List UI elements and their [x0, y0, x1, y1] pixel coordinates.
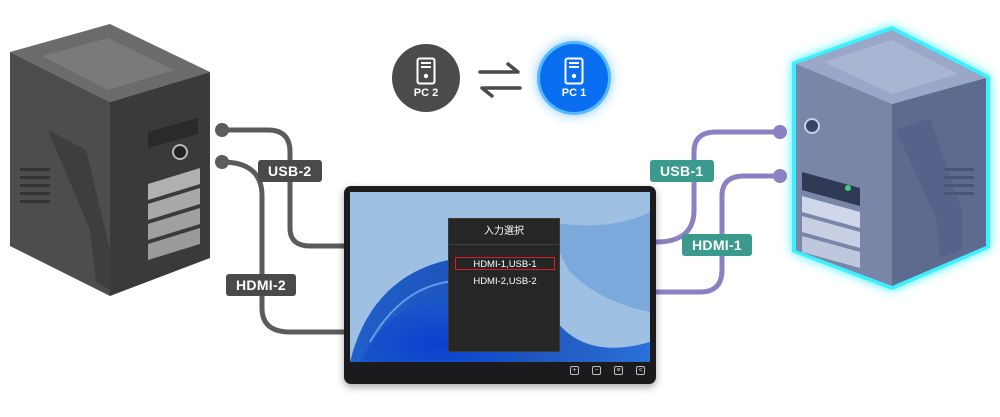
monitor: 入力選択 HDMI-1,USB-1 HDMI-2,USB-2 + − ≡ < [344, 186, 656, 384]
pc2-switch-label: PC 2 [413, 87, 439, 99]
usb2-label: USB-2 [258, 160, 322, 182]
hdmi1-label: HDMI-1 [682, 234, 753, 256]
pc2-tower [10, 24, 210, 296]
pc-tower-icon [564, 57, 584, 85]
pc1-switch[interactable]: PC 1 [540, 44, 608, 112]
menu-item-hdmi1-usb1[interactable]: HDMI-1,USB-1 [455, 257, 555, 270]
pc1-hdmi-port [773, 169, 787, 183]
pc1-tower [792, 26, 990, 290]
hdmi2-label: HDMI-2 [226, 274, 297, 296]
swap-arrows-icon [478, 62, 522, 98]
pc1-usb-port [773, 125, 787, 139]
usb1-label: USB-1 [650, 160, 714, 182]
pc1-switch-label: PC 1 [561, 87, 587, 99]
pc2-usb-port [215, 123, 229, 137]
pc-tower-icon [416, 57, 436, 85]
pc1-cables [653, 129, 783, 295]
pc2-hdmi-port [215, 155, 229, 169]
menu-item-hdmi2-usb2[interactable]: HDMI-2,USB-2 [473, 276, 537, 287]
plus-button[interactable]: + [570, 366, 579, 375]
pc2-switch[interactable]: PC 2 [392, 44, 460, 112]
menu-title: 入力選択 [449, 219, 559, 245]
back-button[interactable]: < [636, 366, 645, 375]
menu-button[interactable]: ≡ [614, 366, 623, 375]
monitor-screen: 入力選択 HDMI-1,USB-1 HDMI-2,USB-2 [350, 192, 650, 362]
minus-button[interactable]: − [592, 366, 601, 375]
input-select-menu: 入力選択 HDMI-1,USB-1 HDMI-2,USB-2 [448, 218, 560, 352]
pc2-cables [219, 127, 349, 335]
